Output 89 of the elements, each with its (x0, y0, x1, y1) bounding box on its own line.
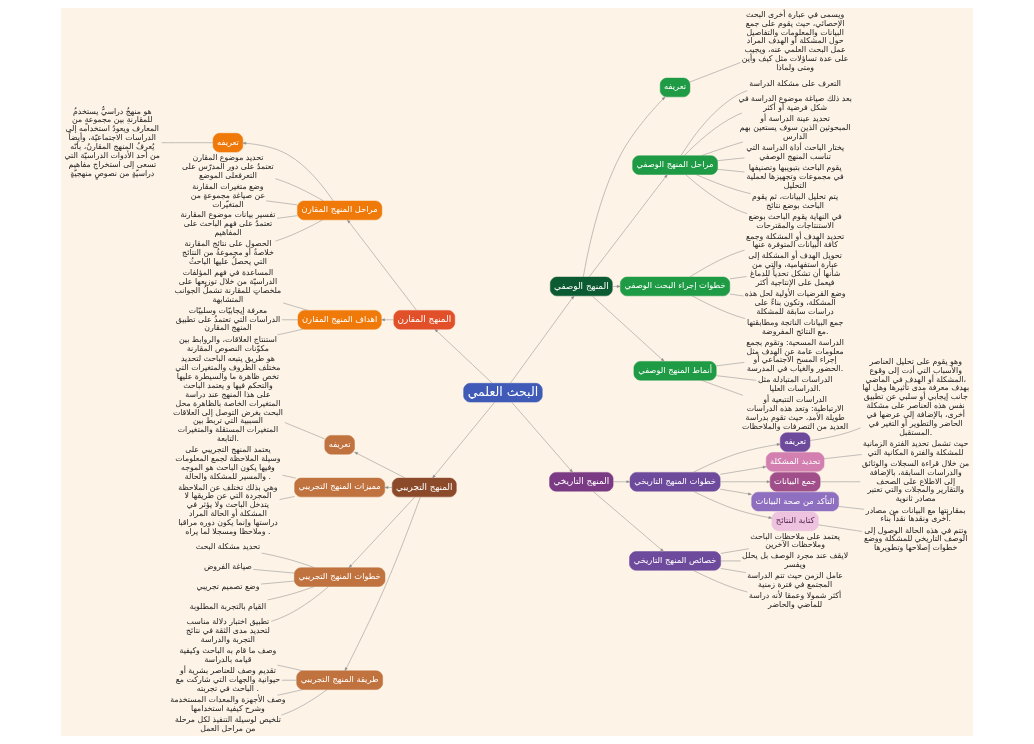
node-box: طريقة المنهج التجريبي (296, 670, 383, 690)
arrow (612, 480, 631, 484)
arrow (583, 96, 666, 278)
connector (260, 580, 295, 585)
node-box: تعريفه (659, 77, 691, 98)
arrow (592, 295, 665, 362)
node-box: المنهج التاريخي (549, 472, 614, 492)
connector (809, 427, 861, 441)
connector (838, 506, 865, 510)
connector (716, 362, 745, 367)
connector (820, 481, 861, 483)
connector (720, 548, 750, 554)
connector (275, 219, 323, 242)
connector (693, 570, 748, 593)
connector (716, 375, 757, 381)
connector (276, 215, 298, 219)
node-box: المنهج المقارن (393, 310, 455, 330)
node-box: مراحل المنهج المقارن (297, 200, 383, 221)
node-box: مميزات المنهج التجريبي (294, 477, 385, 498)
node-box: كتابة النتائج (771, 511, 819, 531)
arrow (381, 318, 394, 322)
arrow (344, 496, 421, 672)
connector (717, 169, 745, 173)
node-box: خطوات المنهج التجريبي (294, 567, 386, 587)
node-box: أنماط المنهج الوصفي (633, 361, 717, 381)
connector (720, 560, 741, 562)
arrow (432, 401, 495, 479)
connector (277, 689, 303, 696)
arrow (588, 174, 668, 278)
connector (282, 302, 309, 311)
connector (277, 664, 303, 672)
connector (701, 380, 744, 396)
node-box: المنهج الوصفي (550, 276, 613, 297)
node-box: تعريفه (324, 435, 355, 455)
arrow (720, 465, 767, 475)
connector (253, 569, 295, 574)
node-box: البحث العلمي (463, 383, 543, 403)
arrow (242, 141, 334, 202)
connector (689, 249, 745, 278)
connector (281, 319, 299, 321)
connector (270, 586, 329, 622)
connector (729, 276, 747, 280)
node-box: تعريفه (212, 133, 244, 153)
connector (265, 200, 298, 206)
arrow (384, 486, 393, 489)
node-box: اهداف المنهج المقارن (297, 310, 382, 330)
connector (275, 178, 324, 202)
connector (281, 679, 297, 681)
connector (720, 568, 747, 573)
connector (281, 689, 328, 716)
arrow (592, 490, 664, 552)
connector (717, 157, 745, 161)
node-box: خصائص المنهج التاريخي (629, 551, 721, 571)
connector (277, 328, 303, 336)
connector (680, 90, 748, 156)
connector (729, 293, 744, 297)
connector (691, 295, 746, 319)
connector (284, 422, 325, 440)
connector (267, 586, 315, 601)
arrow (693, 443, 781, 473)
arrow (720, 488, 752, 496)
connector (261, 552, 315, 568)
connector (685, 174, 748, 214)
arrow (347, 219, 417, 311)
connector (684, 112, 743, 156)
connector (161, 142, 214, 143)
arrow (510, 295, 575, 384)
node-box: مراحل المنهج الوصفي (632, 155, 718, 175)
node-box: التأكد من صحة البيانات (751, 491, 839, 512)
node-box: تحديد المشكلة (765, 452, 825, 472)
node-box: تعريفه (780, 432, 811, 452)
arrow (612, 285, 621, 288)
node-box: جمع البيانات (769, 472, 821, 492)
arrow (693, 490, 773, 519)
connector (695, 174, 751, 194)
connector (823, 454, 862, 459)
node-box: خطوات المنهج التاريخي (629, 472, 721, 492)
arrow (348, 496, 416, 568)
arrow (354, 451, 406, 479)
arrow (720, 480, 771, 484)
connector (279, 496, 295, 500)
connector (689, 62, 741, 83)
node-box: المنهج التجريبي (392, 477, 457, 498)
arrow (511, 402, 573, 473)
node-box: خطوات إجراء البحث الوصفي (620, 276, 731, 297)
connector (701, 141, 744, 156)
connector (818, 524, 863, 532)
connector (282, 475, 296, 479)
arrow (434, 328, 493, 384)
